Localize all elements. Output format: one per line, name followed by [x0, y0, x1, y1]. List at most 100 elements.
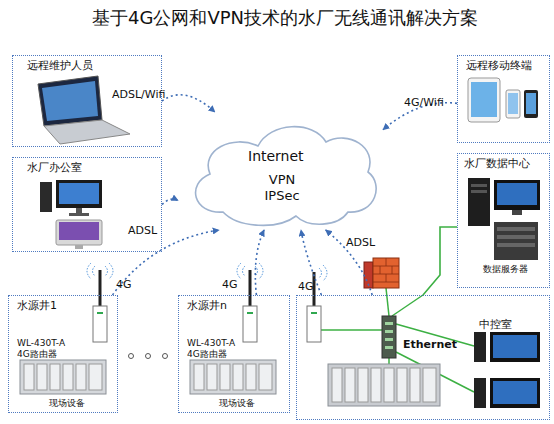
link-label: ADSL: [346, 236, 375, 249]
tablet-screen: [471, 82, 497, 117]
imac-stand: [75, 245, 83, 249]
network-link: [162, 199, 178, 204]
rack-slot: [497, 227, 535, 231]
ethernet-wire: [321, 329, 382, 331]
plc-module: [63, 364, 73, 390]
switch-port: [385, 346, 393, 349]
plc-module: [397, 368, 407, 402]
server-tower: [468, 178, 490, 226]
plc-module: [50, 364, 60, 390]
ethernet-wire: [392, 295, 423, 316]
pc-tower: [474, 378, 486, 408]
link-label: ADSL/Wifi: [112, 88, 165, 101]
plc-module: [76, 364, 86, 390]
plc-module: [89, 364, 102, 390]
monitor-screen: [497, 183, 537, 205]
pc-tower: [474, 332, 486, 362]
network-link: [162, 95, 215, 112]
plc-module: [384, 368, 394, 402]
switch-port: [385, 338, 393, 341]
link-label: 4G: [222, 278, 238, 291]
monitor-screen: [59, 183, 99, 204]
link-label: ADSL: [128, 224, 157, 237]
node-text: Ethernet: [403, 338, 457, 351]
monitor-screen: [493, 335, 537, 358]
plc-module: [410, 368, 420, 402]
signal-wave: [319, 265, 327, 281]
node-text: WL-430T-A 4G路由器: [187, 338, 241, 360]
tablet: [468, 78, 500, 122]
plc-module: [345, 368, 355, 402]
imac: [56, 220, 102, 245]
monitor: [490, 332, 540, 362]
phone-screen: [508, 93, 518, 114]
node-text: 现场设备: [49, 398, 85, 409]
monitor: [490, 378, 540, 408]
plc-module: [246, 364, 256, 390]
rack-slot: [497, 243, 535, 247]
rack-server: [494, 222, 538, 260]
plc-rack: [328, 364, 440, 406]
dashed-group-box: 水厂办公室: [12, 157, 162, 252]
plc-module: [194, 364, 204, 390]
4g-router: [93, 306, 107, 342]
firewall: [373, 258, 399, 288]
node-heading: 远程维护人员: [27, 59, 93, 72]
router-led: [311, 312, 317, 314]
ethernet-wire: [388, 358, 390, 364]
plc-module: [358, 368, 368, 402]
monitor-stand: [512, 210, 522, 215]
plc-module: [332, 368, 342, 402]
antenna: [99, 270, 102, 306]
monitor: [56, 180, 102, 208]
network-link: [113, 230, 220, 295]
plc-module: [37, 364, 47, 390]
node-heading: Internet: [248, 148, 304, 165]
monitor: [494, 180, 540, 210]
node-text: VPN IPSec: [258, 172, 306, 203]
link-label: 4G: [116, 278, 132, 291]
cloud-node: InternetVPN IPSec: [178, 112, 383, 230]
node-text: 现场设备: [219, 398, 255, 409]
link-label: 4G/Wifi: [404, 96, 444, 109]
ellipsis-dot: [129, 354, 134, 359]
cloud-shape: [178, 112, 383, 230]
plc-module: [371, 368, 381, 402]
server-slot: [471, 184, 487, 187]
cloud-outline: [196, 127, 377, 226]
node-heading: 水源井1: [17, 299, 57, 312]
router-led: [97, 312, 103, 314]
plc-module: [24, 364, 34, 390]
imac-screen: [59, 222, 99, 240]
monitor-base: [69, 213, 89, 216]
node-heading: 远程移动终端: [466, 59, 532, 72]
monitor-screen: [493, 381, 537, 404]
rack-slot: [497, 235, 535, 239]
plc-module: [423, 368, 436, 402]
link-label: 4G: [298, 280, 314, 293]
network-link: [255, 230, 264, 295]
node-text: 数据服务器: [483, 264, 528, 275]
pc-tower: [40, 182, 52, 212]
plc-module: [233, 364, 243, 390]
network-link: [423, 227, 457, 295]
dashed-group-box: 水源井nWL-430T-A 4G路由器现场设备: [178, 295, 290, 413]
node-heading: 水源井n: [187, 299, 227, 312]
firewall-bricks: [373, 258, 399, 282]
switch-port: [385, 330, 393, 333]
node-heading: 水厂数据中心: [464, 157, 530, 170]
ethernet-switch: [382, 316, 396, 358]
node-heading: 中控室: [479, 318, 512, 331]
dashed-group-box: 远程移动终端: [457, 55, 550, 143]
ellipsis-dot: [146, 354, 151, 359]
server-slot: [471, 190, 487, 193]
node-text: WL-430T-A 4G路由器: [17, 338, 73, 360]
switch-port: [385, 322, 393, 325]
diagram-title: 基于4G公网和VPN技术的水厂无线通讯解决方案: [92, 6, 478, 30]
dashed-group-box: 远程维护人员: [12, 55, 162, 147]
laptop-screen: [38, 76, 102, 126]
plc-module: [207, 364, 217, 390]
laptop-keyboard: [44, 120, 130, 144]
